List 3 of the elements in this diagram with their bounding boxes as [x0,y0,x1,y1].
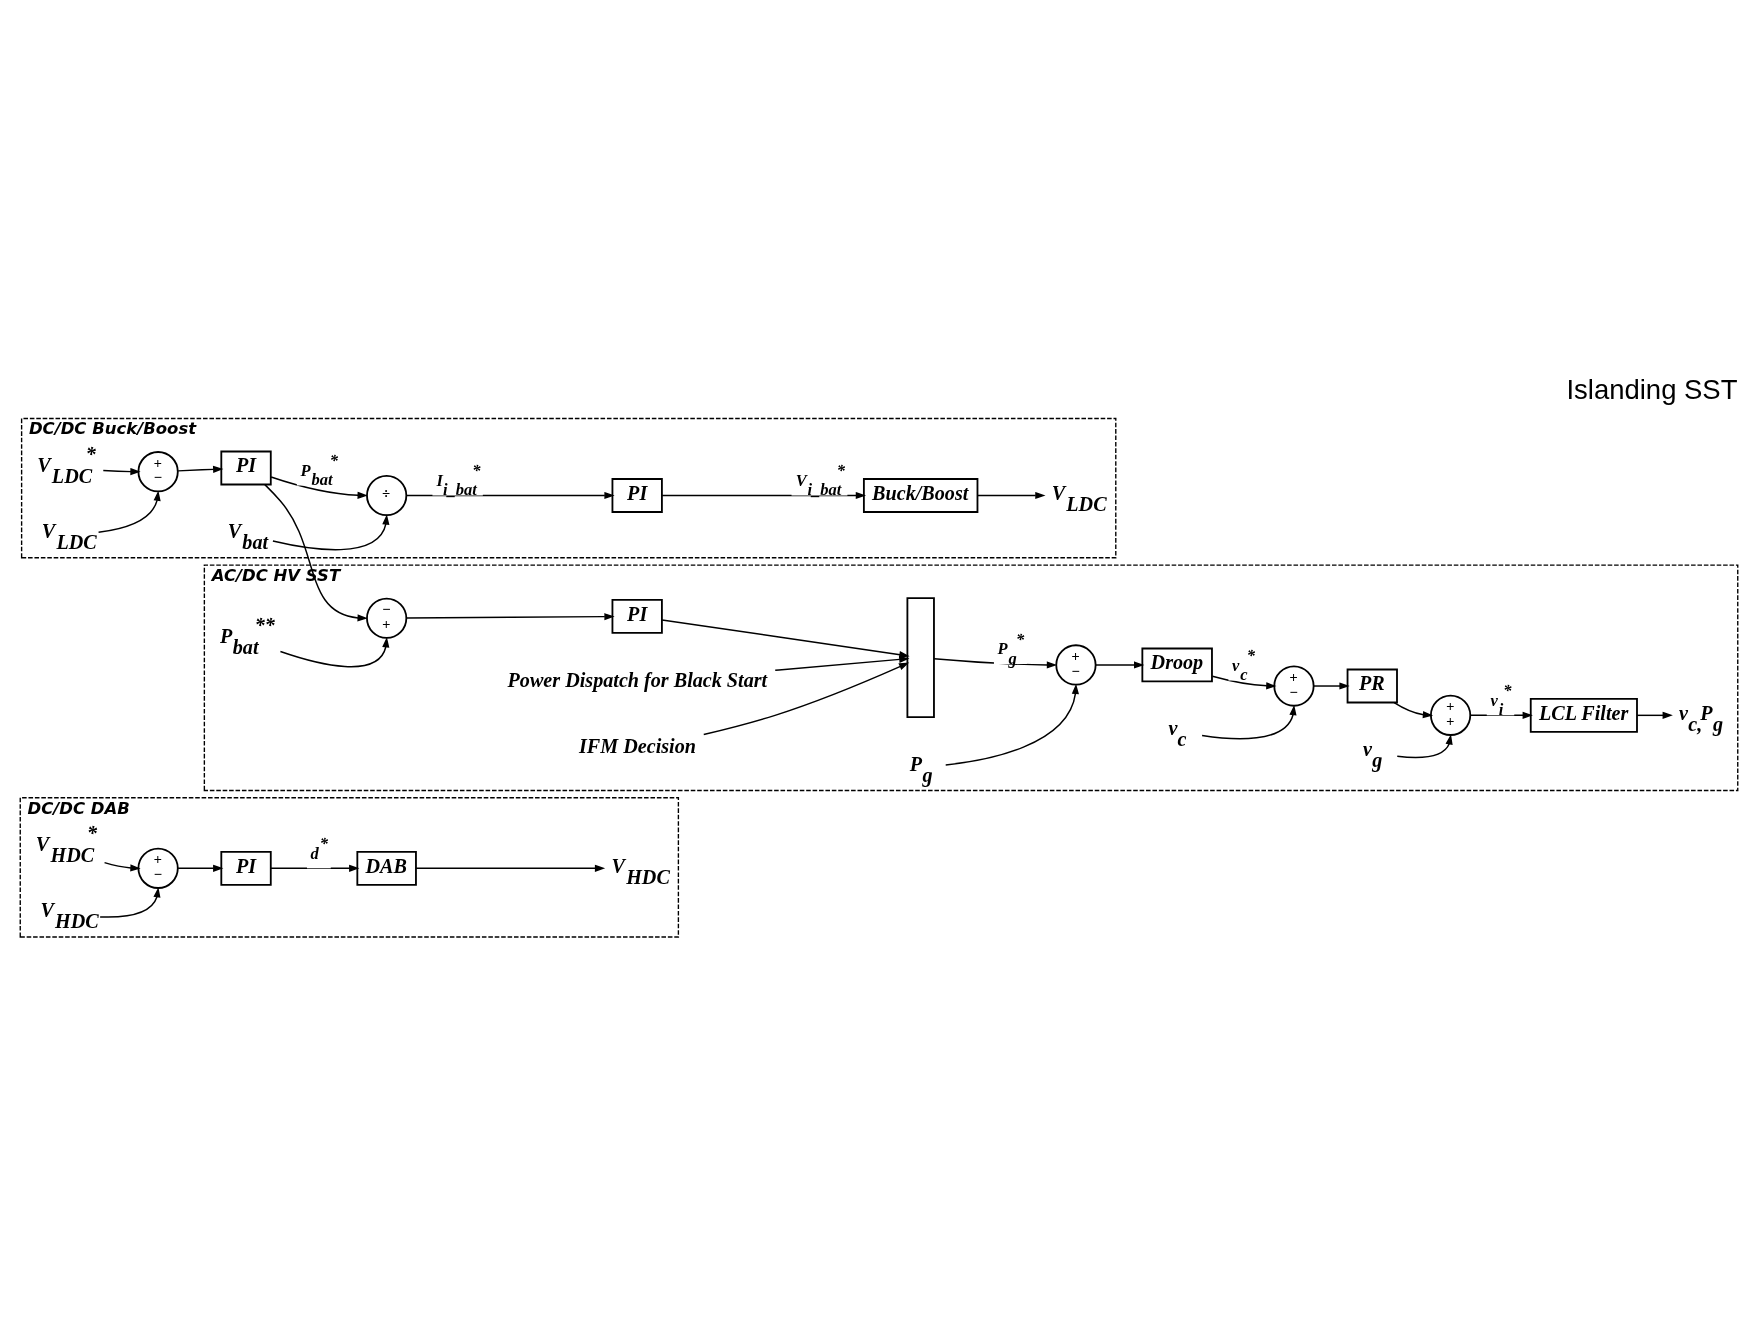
node-text: IFM Decision [579,734,696,757]
node-text: Power Dispatch for Black Start [507,668,768,691]
diagram-title: Islanding SST [1566,373,1738,405]
